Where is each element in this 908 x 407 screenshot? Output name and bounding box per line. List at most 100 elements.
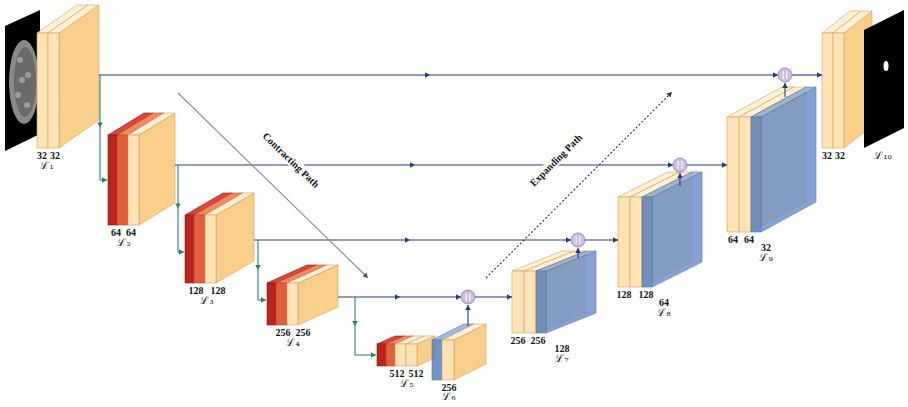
slab-front (287, 283, 298, 325)
concat-bar (466, 293, 467, 301)
brain-tissue (14, 47, 36, 117)
channel-count: 512 (390, 368, 405, 379)
layer-label: ℒ₅ (400, 378, 413, 390)
feature-map-block (108, 113, 175, 225)
layer-label: ℒ₃ (200, 295, 213, 307)
slab-top (642, 172, 702, 197)
concat-circle (778, 68, 792, 82)
feature-map-slab (205, 193, 254, 283)
layer-label: ℒ₁ (40, 160, 53, 172)
slab-top (205, 193, 254, 215)
arrow-head (97, 123, 103, 128)
channel-count: 64 (126, 227, 136, 238)
channel-count: 128 (189, 285, 204, 296)
arrow-head (782, 83, 788, 88)
arrow-head (456, 294, 461, 300)
slab-top (536, 251, 596, 271)
feature-map-slab (128, 113, 175, 225)
slab-front (524, 271, 536, 333)
downsample-arrow (100, 75, 107, 180)
slab-front (205, 215, 216, 283)
slab-front (822, 33, 833, 148)
slab-front (48, 33, 59, 148)
slab-front (739, 117, 751, 232)
contracting-path-line (178, 93, 366, 276)
channel-count: 64 (744, 234, 754, 245)
slab-front (267, 283, 276, 325)
channel-count: 128 (211, 285, 226, 296)
channel-count: 64 (111, 227, 121, 238)
feature-map-slab (751, 87, 816, 232)
arrow-head (575, 248, 581, 253)
slab-front (727, 117, 739, 232)
arrow-head (410, 162, 415, 168)
downsample-arrow (258, 240, 266, 300)
feature-map-block (432, 324, 486, 380)
concat-bar (576, 236, 577, 244)
channel-count: 128 (639, 289, 654, 300)
channel-count: 256 (531, 335, 546, 346)
layer-label: ℒ₉ (759, 252, 772, 264)
arrow-head (465, 305, 471, 310)
channel-count: 256 (511, 335, 526, 346)
arrow-head (362, 273, 368, 278)
feature-map-block (727, 87, 816, 232)
arrow-head (668, 162, 673, 168)
slab-top (128, 113, 175, 135)
skip-connection (175, 164, 673, 165)
feature-map-slab (536, 251, 596, 333)
brain-texture (24, 102, 30, 108)
concat-bar (579, 236, 580, 244)
concat-symbol (673, 158, 687, 172)
arrow-head (405, 237, 410, 243)
feature-map-block (267, 265, 338, 325)
slab-front (630, 197, 642, 287)
arrow-head (677, 173, 683, 178)
slab-front (512, 271, 524, 333)
downsample-arrow (355, 297, 376, 355)
brain-texture (17, 57, 23, 63)
feature-map-slab (287, 265, 338, 325)
brain-texture (19, 77, 25, 83)
concat-circle (461, 290, 475, 304)
channel-count: 32 (761, 242, 771, 253)
concat-output-line (687, 164, 727, 165)
concat-bar (469, 293, 470, 301)
skip-connection (99, 74, 778, 75)
layer-label: ℒ₆ (442, 391, 455, 403)
arrow-head (102, 177, 107, 183)
channel-count: 128 (617, 289, 632, 300)
slab-front (37, 33, 48, 148)
slab-front (536, 271, 546, 333)
concat-output-line (475, 296, 512, 297)
slab-front (442, 340, 454, 380)
feature-map-slab (48, 5, 99, 148)
arrow-head (179, 249, 184, 255)
concat-bar (678, 161, 679, 169)
slab-front (108, 135, 117, 225)
layer-label: ℒ₁₀ (874, 150, 891, 162)
layer-label: ℒ₂ (117, 237, 130, 249)
arrow-head (613, 237, 618, 243)
slab-top (751, 87, 816, 117)
slab-top (48, 5, 99, 33)
slab-front (194, 215, 205, 283)
arrow-head (255, 265, 261, 270)
slab-front (751, 117, 761, 232)
slab-front (276, 283, 287, 325)
concat-symbol (571, 233, 585, 247)
feature-map-slab (442, 324, 486, 380)
slab-side (546, 251, 596, 333)
segmentation-blob (884, 61, 889, 71)
arrow-head (395, 294, 400, 300)
channel-count: 32 (37, 150, 47, 161)
input-image-plane (5, 10, 40, 151)
concat-symbol (461, 290, 475, 304)
arrow-head (425, 72, 430, 78)
slab-front (642, 197, 652, 287)
output-image-plane (864, 10, 904, 148)
arrow-head (261, 297, 266, 303)
arrow-head (175, 204, 181, 209)
expanding-path-line (486, 95, 669, 278)
arrow-head (817, 72, 822, 78)
